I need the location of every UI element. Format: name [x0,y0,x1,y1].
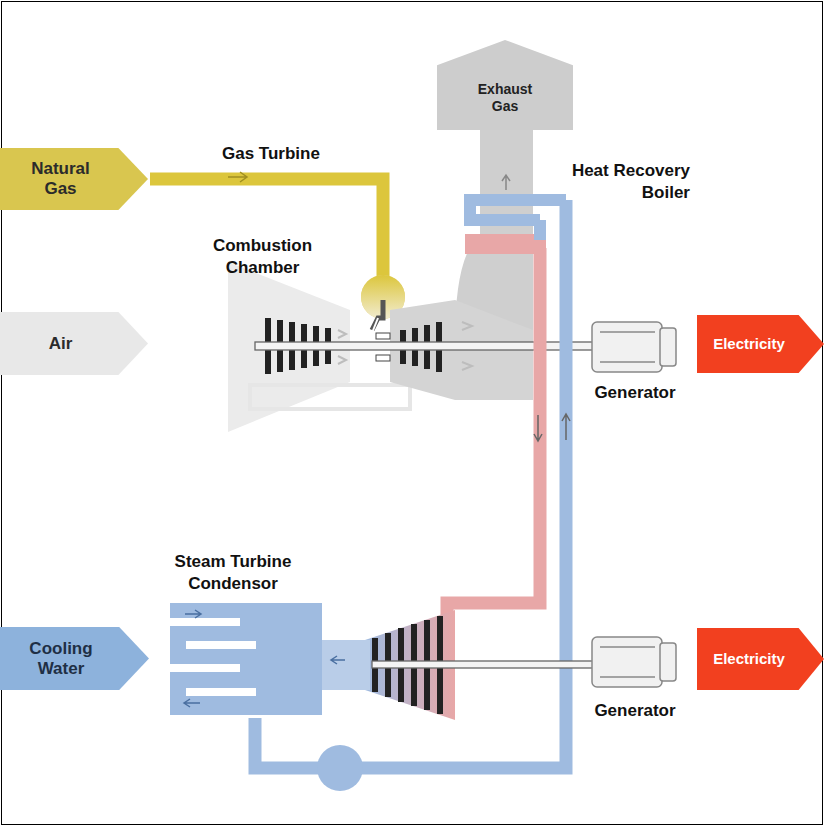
flow-arrow: Air [0,312,148,375]
flow-label: Air [49,334,73,354]
flow-arrow: Electricity [697,628,824,690]
part-label: Generator [575,700,695,722]
flow-arrow: Electricity [697,315,824,373]
flow-label: Natural Gas [13,159,108,198]
flow-label: Cooling Water [6,639,116,678]
arrow-shape [0,312,148,375]
flow-label: Electricity [713,335,785,352]
part-label: Steam Turbine Condensor [158,551,308,595]
flow-arrow: Natural Gas [0,148,148,210]
flow-arrow: Cooling Water [0,627,149,690]
part-label: Generator [575,382,695,404]
part-label: Heat Recovery Boiler [530,160,690,204]
flow-label: Exhaust Gas [469,81,541,113]
flow-label: Electricity [713,650,785,667]
part-label: Combustion Chamber [200,235,325,279]
flow-arrow: Exhaust Gas [437,40,573,130]
part-label: Gas Turbine [222,143,372,165]
